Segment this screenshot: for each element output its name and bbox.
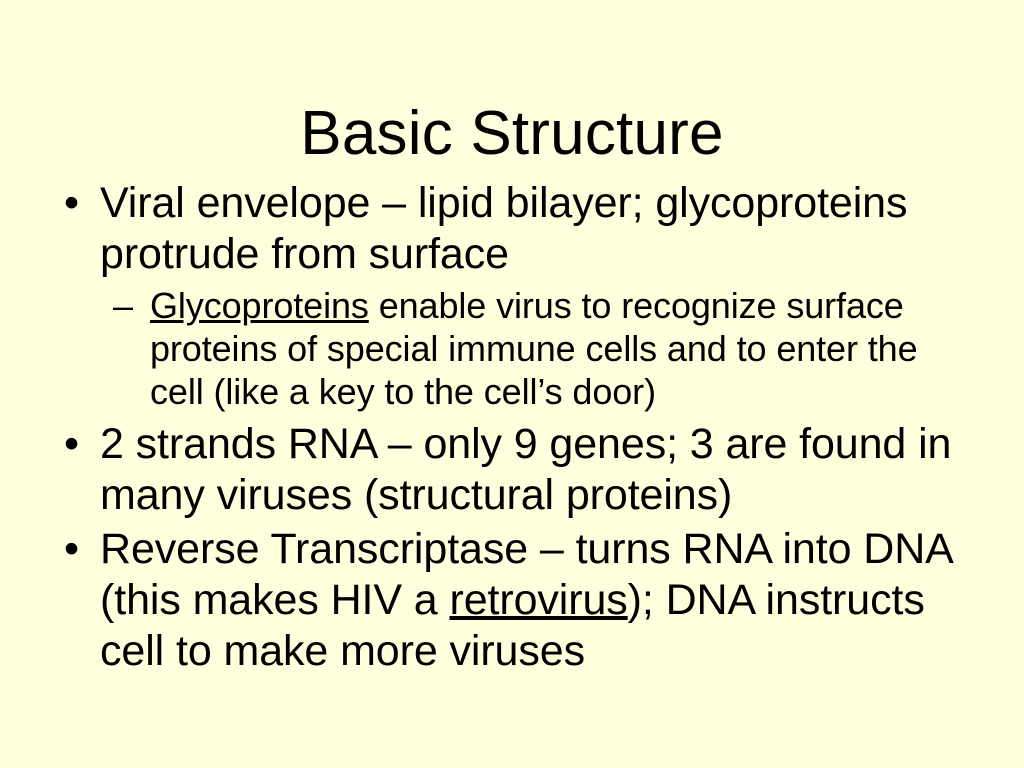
page-title: Basic Structure — [300, 98, 724, 168]
sub-bullet-text-1-1: enable virus to recognize surface protei… — [150, 285, 918, 412]
bullet-item-2: • 2 strands RNA – only 9 genes; 3 are fo… — [60, 419, 972, 521]
underlined-term-retrovirus: retrovirus — [449, 576, 628, 624]
bullet-text-3-before: Reverse Transcriptase – turns RNA into D… — [100, 525, 952, 624]
dash-marker-icon: – — [113, 285, 133, 326]
sub-bullet-list-1: – Glycoproteins enable virus to recogniz… — [60, 284, 972, 413]
bullet-item-3: • Reverse Transcriptase – turns RNA into… — [60, 524, 972, 677]
sub-bullet-item-1-1: – Glycoproteins enable virus to recogniz… — [60, 284, 972, 413]
bullet-text-2: 2 strands RNA – only 9 genes; 3 are foun… — [100, 420, 952, 519]
bullet-marker-icon: • — [64, 179, 79, 227]
bullet-marker-icon: • — [64, 525, 79, 573]
bullet-marker-icon: • — [64, 420, 79, 468]
underlined-term-glycoproteins: Glycoproteins — [150, 285, 369, 326]
bullet-text-3-after: ); DNA instructs cell to make more virus… — [100, 576, 925, 675]
bullet-item-1: • Viral envelope – lipid bilayer; glycop… — [60, 178, 972, 280]
bullet-text-1: Viral envelope – lipid bilayer; glycopro… — [100, 179, 908, 278]
slide-body-content: • Viral envelope – lipid bilayer; glycop… — [60, 178, 972, 680]
